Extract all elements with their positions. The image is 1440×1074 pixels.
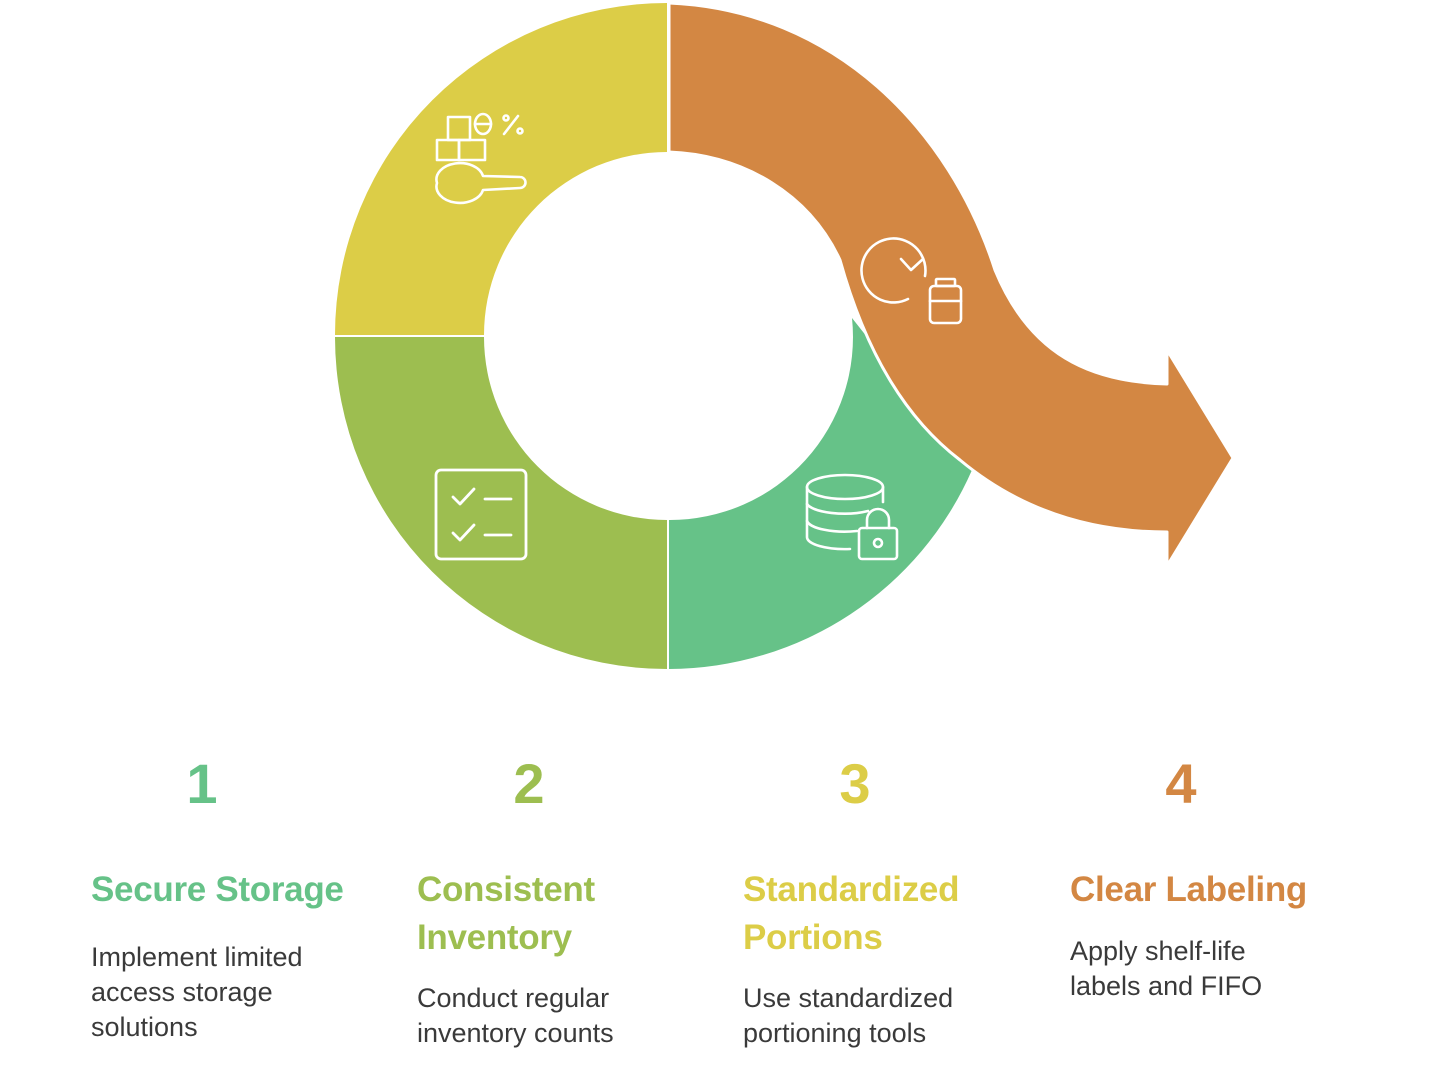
step-title: Clear Labeling: [1070, 866, 1307, 914]
clock-jar-icon: [860, 237, 963, 325]
step-description: Apply shelf-life labels and FIFO: [1070, 934, 1262, 1004]
step-description: Use standardized portioning tools: [743, 981, 953, 1051]
step-description-line: Apply shelf-life: [1070, 936, 1246, 966]
step-title-line: Standardized: [743, 870, 960, 909]
step-title-line: Consistent: [417, 870, 595, 909]
segment-secure-storage: [669, 318, 972, 669]
step-description-line: labels and FIFO: [1070, 971, 1263, 1001]
checklist-icon: [434, 468, 528, 561]
step-description-line: solutions: [91, 1012, 198, 1042]
cycle-diagram: [335, 1, 1235, 669]
step-description-line: access storage: [91, 977, 273, 1007]
measuring-scoop-icon: [435, 112, 527, 205]
step-description: Implement limited access storage solutio…: [91, 940, 303, 1045]
step-number: 1: [186, 752, 218, 815]
step-number: 2: [513, 752, 545, 815]
step-title-line: Inventory: [417, 918, 572, 957]
step-description-line: inventory counts: [417, 1018, 614, 1048]
segment-clear-labeling-arrow: [667, 1, 1235, 568]
step-description-line: Conduct regular: [417, 983, 610, 1013]
segment-consistent-inventory: [335, 337, 667, 669]
step-number: 3: [839, 752, 871, 815]
step-description-line: Use standardized: [743, 983, 954, 1013]
step-title: Standardized Portions: [743, 866, 959, 962]
step-description-line: Implement limited: [91, 942, 303, 972]
database-lock-icon: [805, 473, 899, 561]
step-title-line: Clear Labeling: [1070, 870, 1307, 909]
step-title: Secure Storage: [91, 866, 344, 914]
step-title: Consistent Inventory: [417, 866, 595, 962]
step-title-line: Portions: [743, 918, 883, 957]
step-title-line: Secure Storage: [91, 870, 344, 909]
step-description-line: portioning tools: [743, 1018, 927, 1048]
step-number: 4: [1165, 752, 1197, 815]
step-description: Conduct regular inventory counts: [417, 981, 614, 1051]
segment-standardized-portions: [335, 3, 667, 335]
